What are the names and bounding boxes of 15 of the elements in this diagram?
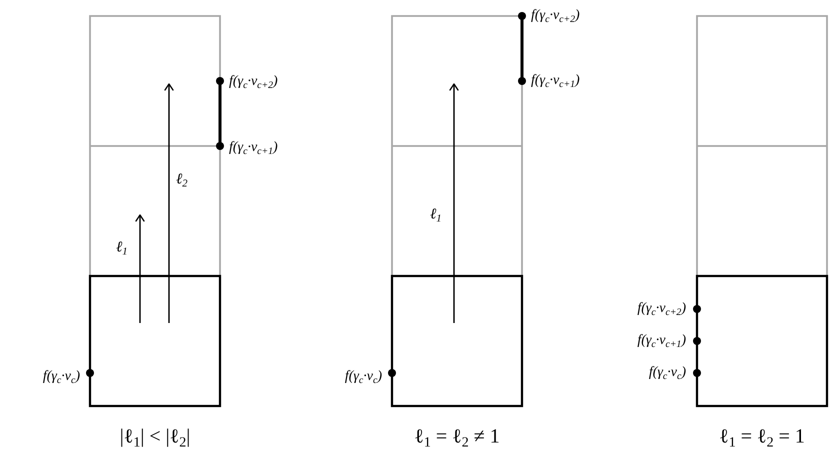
length-label: ℓ$_{2}$ (176, 171, 188, 189)
case-caption: |ℓ$_{1}$| < |ℓ$_{2}$| (120, 426, 190, 448)
point-label: f(γ$_{c}$·v$_{c}$) (42, 368, 80, 386)
point-label: f(γ$_{c}$·v$_{c+2}$) (637, 300, 686, 318)
point-label: f(γ$_{c}$·v$_{c+1}$) (531, 72, 580, 90)
point-label: f(γ$_{c}$·v$_{c}$) (648, 364, 686, 382)
case-caption: ℓ$_{1}$ = ℓ$_{2}$ ≠ 1 (414, 426, 500, 448)
length-label: ℓ$_{1}$ (116, 239, 128, 257)
point-label: f(γ$_{c}$·v$_{c+2}$) (531, 8, 580, 24)
case-caption: ℓ$_{1}$ = ℓ$_{2}$ = 1 (719, 426, 805, 448)
point-label: f(γ$_{c}$·v$_{c+2}$) (229, 74, 278, 90)
length-label: ℓ$_{1}$ (430, 206, 442, 224)
point-label: f(γ$_{c}$·v$_{c+1}$) (229, 140, 278, 156)
point-label: f(γ$_{c}$·v$_{c+1}$) (637, 332, 686, 350)
point-label: f(γ$_{c}$·v$_{c}$) (344, 368, 382, 386)
